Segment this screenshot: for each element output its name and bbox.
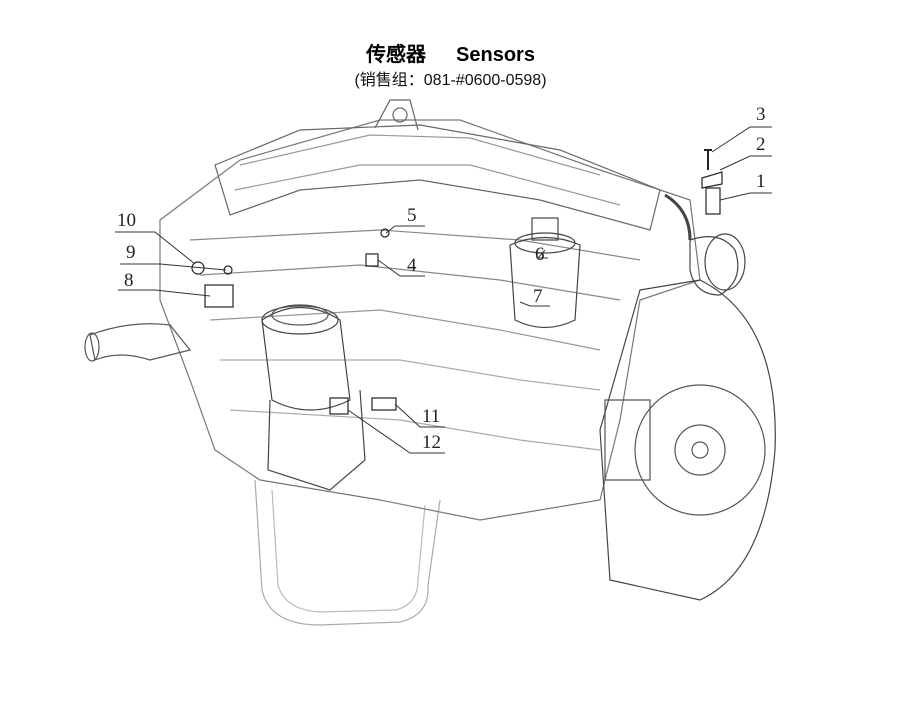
callout-1: 1 bbox=[756, 171, 766, 192]
valve-cover bbox=[214, 124, 661, 231]
engine-block bbox=[159, 119, 701, 521]
sensor-1 bbox=[705, 187, 721, 215]
sensor-11 bbox=[371, 397, 397, 411]
oil-pan bbox=[254, 479, 441, 626]
callout-5: 5 bbox=[407, 205, 417, 226]
sensor-2 bbox=[701, 171, 723, 189]
sensor-4 bbox=[365, 253, 379, 267]
callout-10: 10 bbox=[117, 210, 136, 231]
sales-group-code: (销售组：081-#0600-0598) bbox=[354, 72, 547, 89]
callout-12: 12 bbox=[422, 432, 441, 453]
callout-9: 9 bbox=[126, 242, 136, 263]
intake-pipe bbox=[89, 323, 192, 361]
callout-6: 6 bbox=[535, 244, 545, 265]
callout-3: 3 bbox=[756, 104, 766, 125]
callout-8: 8 bbox=[124, 270, 134, 291]
oil-filter bbox=[261, 306, 351, 411]
callout-11: 11 bbox=[422, 406, 441, 427]
callout-2: 2 bbox=[756, 134, 766, 155]
bolt-3 bbox=[704, 149, 712, 170]
diagram-title: 传感器 Sensors bbox=[0, 38, 901, 67]
title-english: Sensors bbox=[456, 44, 535, 66]
sensor-12 bbox=[329, 397, 349, 415]
sensor-8 bbox=[204, 284, 234, 308]
title-chinese: 传感器 bbox=[366, 44, 427, 66]
callout-4: 4 bbox=[407, 255, 417, 276]
sensor-5 bbox=[380, 228, 390, 238]
callout-7: 7 bbox=[533, 286, 543, 307]
fuel-filter bbox=[509, 236, 581, 329]
flywheel-housing bbox=[599, 279, 776, 601]
leader-lines bbox=[115, 126, 772, 454]
